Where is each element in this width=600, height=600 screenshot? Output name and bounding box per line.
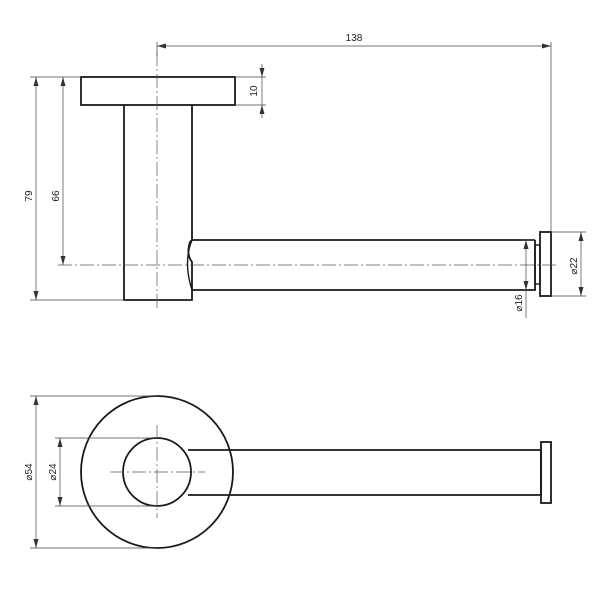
- arrow-22-top: [578, 232, 584, 241]
- rod-top-view: [188, 449, 542, 496]
- arrow-22-bottom: [578, 287, 584, 296]
- top-view: ⌀54 ⌀24: [24, 395, 552, 549]
- arrow-79-bottom: [33, 291, 39, 300]
- end-cap: [539, 231, 552, 297]
- arrow-66-bottom: [60, 256, 66, 265]
- rod-elbow: [186, 239, 193, 291]
- vertical-post: [123, 105, 193, 301]
- dim-text-54: ⌀54: [24, 463, 35, 481]
- arrow-54-bottom: [33, 539, 39, 548]
- arrow-16-bottom: [523, 281, 529, 290]
- dim-text-24: ⌀24: [48, 463, 59, 481]
- arrow-138-left: [157, 43, 166, 49]
- arrow-54-top: [33, 396, 39, 405]
- dim-text-79: 79: [24, 190, 35, 202]
- arrow-24-bottom: [57, 497, 63, 506]
- dim-text-22: ⌀22: [569, 257, 580, 275]
- arrow-16-top: [523, 240, 529, 249]
- wall-flange: [80, 76, 236, 106]
- arrow-10-top: [259, 68, 265, 77]
- arrow-138-right: [542, 43, 551, 49]
- dim-text-16: ⌀16: [514, 294, 525, 312]
- dim-text-10: 10: [249, 85, 260, 97]
- end-cap-neck: [534, 244, 541, 285]
- arrow-66-top: [60, 77, 66, 86]
- dim-text-138: 138: [346, 33, 363, 44]
- arrow-10-bottom: [259, 105, 265, 114]
- dim-text-66: 66: [51, 190, 62, 202]
- end-cap-top-view: [540, 441, 552, 504]
- front-view: 138 10 79 66 ⌀22 ⌀16: [24, 33, 586, 318]
- arrow-79-top: [33, 77, 39, 86]
- arrow-24-top: [57, 438, 63, 447]
